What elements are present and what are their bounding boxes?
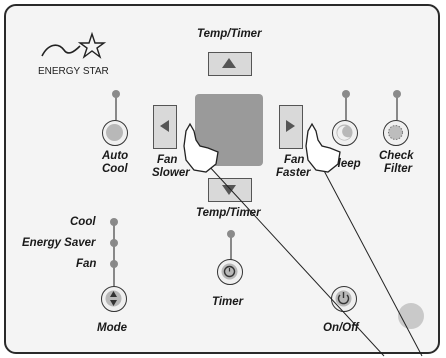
check-filter-label-2: Filter bbox=[384, 163, 413, 175]
auto-cool-label-1: Auto bbox=[102, 150, 129, 162]
fan-faster-button[interactable] bbox=[279, 105, 303, 149]
energy-star-label: ENERGY STAR bbox=[38, 66, 109, 77]
timer-clock-icon bbox=[221, 263, 238, 280]
check-filter-indicator-stem bbox=[396, 96, 398, 120]
sleep-led bbox=[342, 90, 350, 98]
triangle-down-icon bbox=[222, 185, 236, 195]
fan-faster-label-2: Faster bbox=[276, 167, 311, 179]
ir-receiver bbox=[398, 303, 424, 329]
timer-led bbox=[227, 230, 235, 238]
fan-label: Fan bbox=[76, 258, 97, 270]
power-button[interactable] bbox=[331, 286, 357, 312]
triangle-right-icon bbox=[286, 120, 295, 132]
check-filter-label-1: Check bbox=[379, 150, 414, 162]
sleep-label: Sleep bbox=[330, 158, 361, 170]
check-filter-led bbox=[393, 90, 401, 98]
temp-down-button[interactable] bbox=[208, 178, 252, 202]
mode-button[interactable] bbox=[101, 286, 127, 312]
timer-button[interactable] bbox=[217, 259, 243, 285]
on-off-label: On/Off bbox=[323, 322, 359, 334]
timer-indicator-stem bbox=[230, 236, 232, 260]
auto-cool-led bbox=[112, 90, 120, 98]
display-window bbox=[195, 94, 263, 166]
temp-up-button[interactable] bbox=[208, 52, 252, 76]
energy-star-logo-icon bbox=[41, 31, 107, 59]
up-down-arrows-icon bbox=[105, 290, 122, 307]
temp-timer-down-label: Temp/Timer bbox=[196, 207, 261, 219]
triangle-up-icon bbox=[222, 58, 236, 68]
power-icon bbox=[335, 290, 352, 307]
mode-indicator-stem bbox=[113, 222, 115, 286]
fan-faster-label-1: Fan bbox=[284, 154, 305, 166]
energy-saver-label: Energy Saver bbox=[22, 237, 96, 249]
energy-star-logo: ENERGY STAR bbox=[34, 30, 114, 80]
filter-icon bbox=[388, 125, 403, 140]
fan-slower-label-2: Slower bbox=[152, 167, 190, 179]
temp-timer-up-label: Temp/Timer bbox=[197, 28, 262, 40]
sleep-button[interactable] bbox=[332, 120, 358, 146]
check-filter-button[interactable] bbox=[383, 120, 409, 146]
fan-slower-button[interactable] bbox=[153, 105, 177, 149]
triangle-left-icon bbox=[160, 120, 169, 132]
moon-icon bbox=[336, 124, 353, 141]
auto-cool-button[interactable] bbox=[102, 120, 128, 146]
cool-label: Cool bbox=[70, 216, 96, 228]
timer-label: Timer bbox=[212, 296, 244, 308]
auto-cool-label-2: Cool bbox=[102, 163, 128, 175]
snowflake-icon bbox=[106, 124, 123, 141]
sleep-indicator-stem bbox=[345, 96, 347, 120]
fan-slower-label-1: Fan bbox=[157, 154, 178, 166]
auto-cool-indicator-stem bbox=[115, 96, 117, 120]
mode-label: Mode bbox=[97, 322, 128, 334]
